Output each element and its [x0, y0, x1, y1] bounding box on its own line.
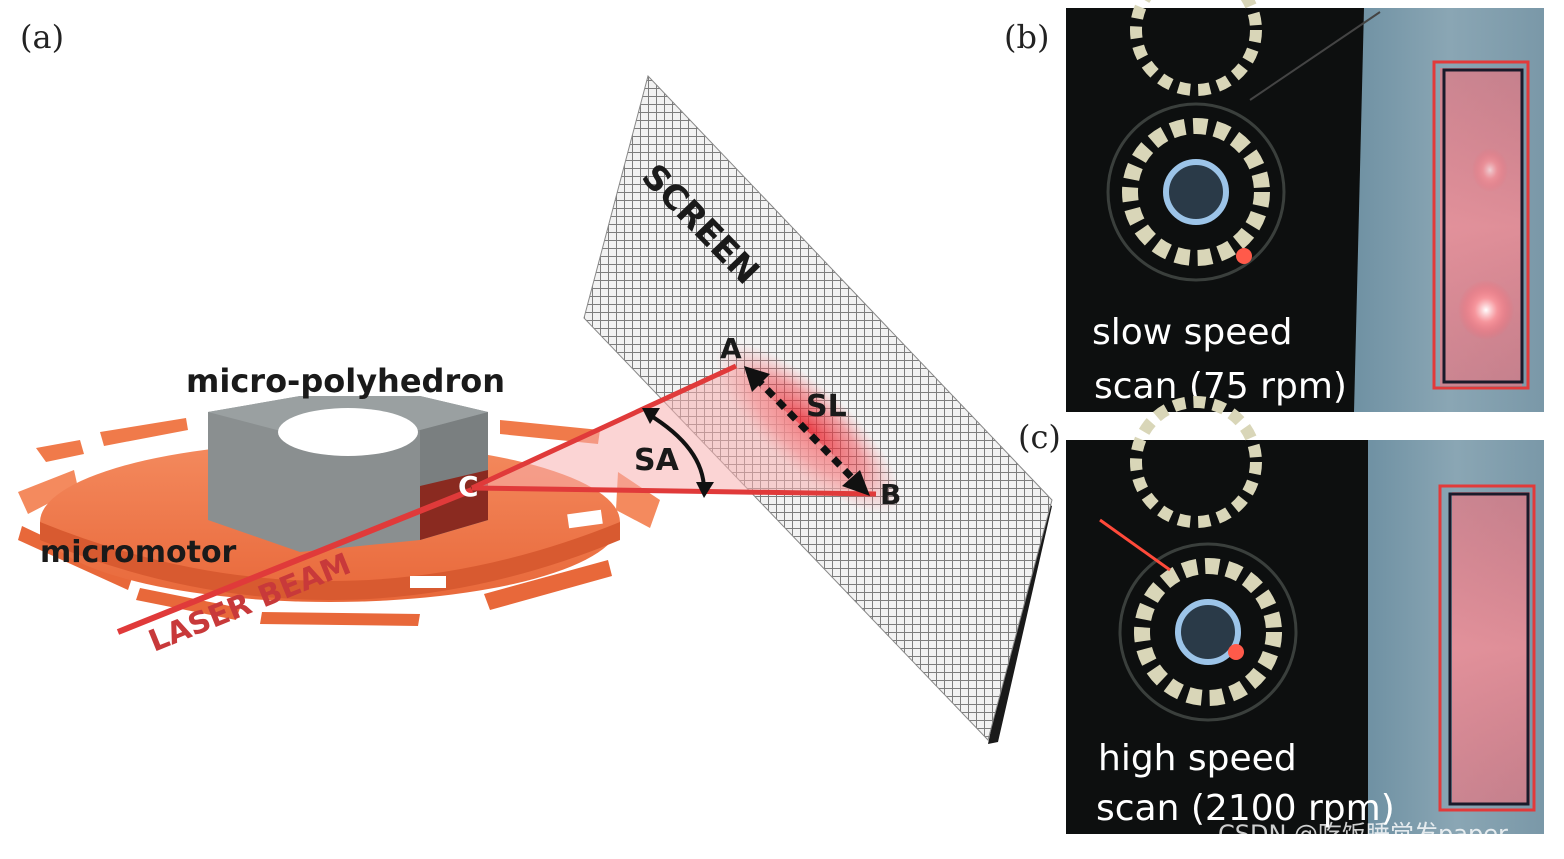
watermark: CSDN @吃饭睡觉发paper	[1218, 820, 1508, 848]
diagram-a: SCREEN	[18, 75, 1053, 744]
motor-ring-c	[1118, 542, 1298, 722]
red-box-b	[1432, 60, 1530, 390]
reflected-beam-a	[470, 363, 738, 491]
incident-laser-beam	[116, 487, 474, 635]
point-b-label: B	[880, 478, 901, 511]
stator-segment	[260, 612, 420, 626]
scan-angle-arc	[646, 412, 706, 491]
laser-glint-b	[1236, 248, 1252, 264]
laser-glint-c	[1228, 644, 1244, 660]
polyhedron-c	[1175, 599, 1241, 665]
point-a-label: A	[720, 332, 742, 365]
motor-poles-c	[1134, 558, 1282, 706]
red-box-c	[1438, 484, 1536, 812]
micromotor-label: micromotor	[40, 535, 237, 570]
arrow-head	[744, 366, 770, 392]
neighbor-motor-c	[1130, 396, 1262, 528]
hotspot-b	[1472, 148, 1508, 192]
arrow-head	[642, 408, 660, 424]
dark-box-b	[1442, 68, 1524, 384]
rotor-slot	[567, 509, 603, 529]
photo-b-caption-line1: slow speed	[1092, 312, 1292, 353]
scan-length-arrow	[753, 375, 859, 485]
stator-segment	[18, 470, 78, 514]
photo-c: high speed scan (2100 rpm)	[1066, 396, 1544, 834]
micro-polyhedron-label: micro-polyhedron	[186, 362, 505, 400]
scan-fan	[472, 366, 876, 494]
rotor-slot	[410, 576, 446, 588]
hotspot-b	[1458, 280, 1514, 340]
photo-c-caption-line2: scan (2100 rpm)	[1096, 788, 1395, 829]
arrow-head	[842, 470, 870, 496]
photo-b-caption-line2: scan (75 rpm)	[1094, 366, 1347, 407]
stator-segment	[36, 440, 84, 462]
probe-line-c	[1099, 518, 1171, 572]
reflecting-facet	[420, 470, 488, 540]
polyhedron-hole	[278, 408, 418, 456]
panel-label-c: (c)	[1018, 418, 1061, 456]
motor-poles-b	[1122, 118, 1270, 266]
dark-box-c	[1448, 492, 1530, 806]
stator-segment	[100, 418, 188, 446]
stator-segment	[484, 560, 612, 610]
photo-b: slow speed scan (75 rpm)	[1066, 0, 1544, 412]
laser-streak-c	[1452, 492, 1530, 804]
panel-label-b: (b)	[1004, 18, 1049, 56]
rotor-edge	[40, 522, 620, 600]
micro-polyhedron	[208, 396, 488, 552]
neighbor-motor-b	[1130, 0, 1262, 96]
arrow-head	[696, 482, 714, 498]
point-c-label: C	[458, 470, 479, 503]
scan-angle-label: SA	[634, 443, 680, 478]
motor-ring-b	[1106, 102, 1286, 282]
reflected-beam-b	[471, 485, 877, 497]
scan-length-label: SL	[806, 389, 847, 424]
polyhedron-b	[1163, 159, 1229, 225]
probe-line-b	[1249, 11, 1381, 101]
photo-c-caption-line1: high speed	[1098, 738, 1297, 779]
panel-label-a: (a)	[20, 18, 64, 56]
